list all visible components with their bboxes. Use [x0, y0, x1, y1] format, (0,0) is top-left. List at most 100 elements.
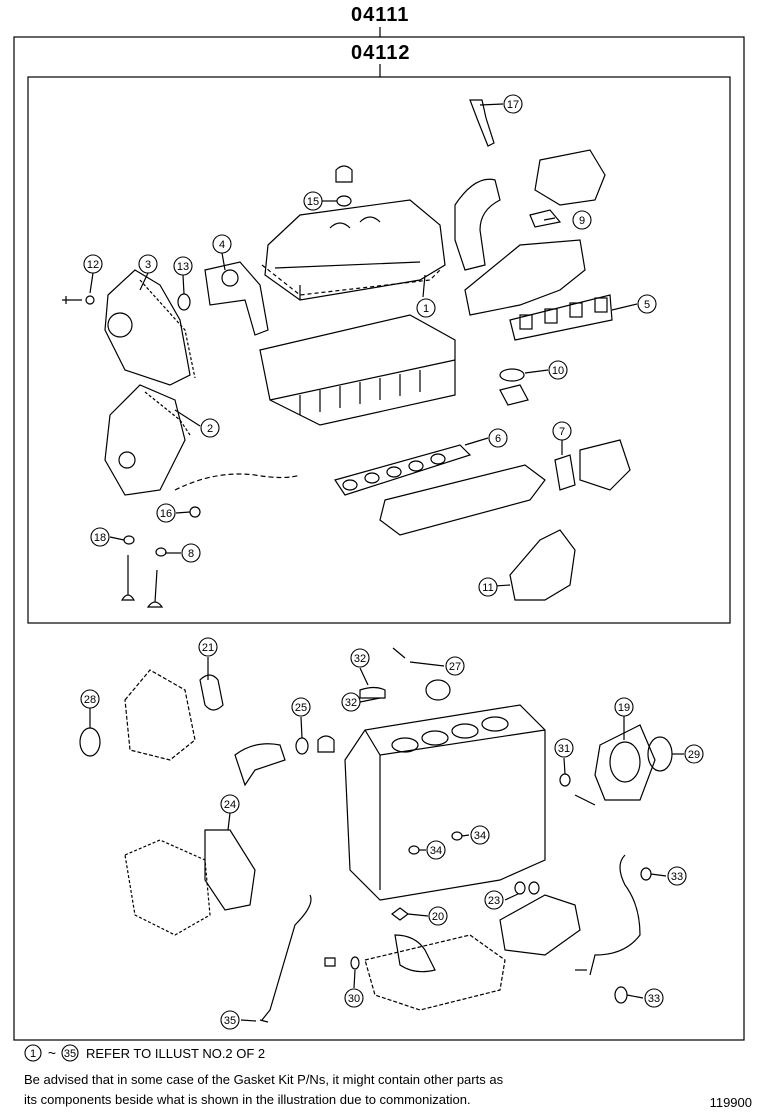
engine-block: [344, 704, 546, 901]
callout-4: 4: [212, 234, 232, 254]
timing-cover-lower: [104, 384, 186, 496]
callout-23: 23: [484, 890, 504, 910]
svg-text:27: 27: [449, 661, 461, 673]
svg-text:23: 23: [488, 895, 500, 907]
svg-text:8: 8: [188, 548, 194, 560]
turbo-housing: [534, 149, 606, 206]
callout-34b: 34: [470, 825, 490, 845]
svg-text:19: 19: [618, 702, 630, 714]
callout-35: 35: [220, 1010, 240, 1030]
callout-20: 20: [428, 906, 448, 926]
intake-pipe: [454, 178, 501, 271]
svg-text:28: 28: [84, 694, 96, 706]
sensor-harness: [589, 854, 641, 976]
dipstick-tube: [261, 894, 312, 1021]
outer-part-number: 04111: [351, 4, 410, 26]
svg-text:17: 17: [507, 99, 519, 111]
callout-33b: 33: [644, 988, 664, 1008]
callout-13: 13: [173, 256, 193, 276]
callout-12: 12: [83, 254, 103, 274]
callout-32b: 32: [341, 692, 361, 712]
svg-text:7: 7: [559, 426, 565, 438]
svg-text:9: 9: [579, 215, 585, 227]
exhaust-manifold: [464, 239, 586, 316]
egr-gasket: [554, 454, 576, 491]
refer-note: REFER TO ILLUST NO.2 OF 2: [86, 1046, 266, 1061]
svg-text:34: 34: [474, 830, 486, 842]
svg-text:29: 29: [688, 749, 700, 761]
starter-motor: [499, 894, 581, 956]
footer-range-circles: 1 35: [24, 1044, 79, 1062]
callout-25: 25: [291, 697, 311, 717]
svg-text:32: 32: [354, 653, 366, 665]
range-to-circle: [61, 1044, 79, 1062]
advisory-line-2: its components beside what is shown in t…: [24, 1092, 471, 1107]
callout-6: 6: [488, 428, 508, 448]
callout-24: 24: [220, 794, 240, 814]
cylinder-head-sketch: [259, 314, 456, 426]
callout-2: 2: [200, 418, 220, 438]
svg-text:2: 2: [207, 423, 213, 435]
svg-text:10: 10: [552, 365, 564, 377]
callout-30: 30: [344, 988, 364, 1008]
gasket-21: [199, 674, 224, 711]
callout-33a: 33: [667, 866, 687, 886]
callout-27: 27: [445, 656, 465, 676]
callout-19: 19: [614, 697, 634, 717]
svg-text:4: 4: [219, 239, 225, 251]
range-to: 35: [64, 1048, 76, 1060]
advisory-line-1: Be advised that in some case of the Gask…: [24, 1072, 504, 1087]
svg-text:12: 12: [87, 259, 99, 271]
callout-32a: 32: [350, 648, 370, 668]
valve-left: [120, 555, 136, 601]
inner-kit-frame: [27, 76, 731, 624]
callout-15: 15: [303, 191, 323, 211]
valve-right: [146, 569, 164, 608]
callout-17: 17: [503, 94, 523, 114]
svg-text:32: 32: [345, 697, 357, 709]
intake-manifold: [379, 464, 546, 536]
exhaust-gasket-5: [509, 294, 613, 341]
svg-text:25: 25: [295, 702, 307, 714]
svg-text:30: 30: [348, 993, 360, 1005]
callout-18a: 18: [90, 527, 110, 547]
callout-10: 10: [548, 360, 568, 380]
callout-5: 5: [637, 294, 657, 314]
range-tilde: ~: [48, 1045, 56, 1061]
callout-31: 31: [554, 738, 574, 758]
callout-9: 9: [572, 210, 592, 230]
callout-8: 8: [181, 543, 201, 563]
svg-text:34: 34: [430, 845, 442, 857]
svg-text:24: 24: [224, 799, 236, 811]
bracket-sketch: [204, 261, 269, 336]
oil-pan: [364, 934, 506, 1011]
svg-text:1: 1: [423, 303, 429, 315]
callout-11: 11: [478, 577, 498, 597]
svg-text:20: 20: [432, 911, 444, 923]
svg-text:21: 21: [202, 642, 214, 654]
svg-text:6: 6: [495, 433, 501, 445]
vacuum-pump: [509, 529, 576, 601]
range-from: 1: [30, 1048, 36, 1060]
callout-16a: 16: [156, 503, 176, 523]
svg-text:5: 5: [644, 299, 650, 311]
svg-text:3: 3: [145, 259, 151, 271]
svg-text:35: 35: [224, 1015, 236, 1027]
inner-part-number: 04112: [351, 42, 411, 64]
front-cover: [124, 669, 196, 761]
svg-text:18: 18: [94, 532, 106, 544]
range-from-circle: [24, 1044, 42, 1062]
intake-gasket-6: [334, 444, 472, 496]
callouts: 1 2 3 4 5 6 7 8 9 10 11 12 13 15 16 17 1…: [80, 94, 704, 1030]
illustration-number: 119900: [709, 1095, 752, 1110]
svg-text:33: 33: [671, 871, 683, 883]
svg-text:33: 33: [648, 993, 660, 1005]
callout-1: 1: [416, 298, 436, 318]
callout-29: 29: [684, 744, 704, 764]
rear-seal-retainer: [594, 724, 656, 801]
head-cover-sketch: [264, 199, 446, 301]
callout-21: 21: [198, 637, 218, 657]
svg-text:31: 31: [558, 743, 570, 755]
svg-text:15: 15: [307, 196, 319, 208]
